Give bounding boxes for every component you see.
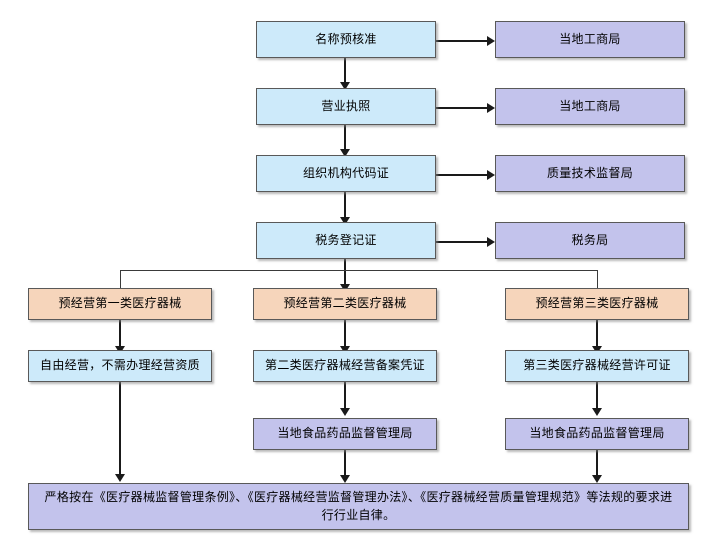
node-footer-note[interactable]: 严格按在《医疗器械监督管理条例》、《医疗器械经营监督管理办法》、《医疗器械经营质… <box>28 483 689 530</box>
node-name-preapproval[interactable]: 名称预核准 <box>256 21 436 58</box>
node-class3-authority[interactable]: 当地食品药品监督管理局 <box>505 418 689 450</box>
node-class3-plan[interactable]: 预经营第三类医疗器械 <box>505 288 689 320</box>
connector-tax-to-authority4 <box>435 241 490 243</box>
node-class1-plan-label: 预经营第一类医疗器械 <box>58 296 182 311</box>
connector-branch-right-drop <box>597 270 598 292</box>
node-authority-4[interactable]: 税务局 <box>495 222 685 259</box>
node-business-license[interactable]: 营业执照 <box>256 88 436 125</box>
node-org-code-cert[interactable]: 组织机构代码证 <box>256 155 436 192</box>
node-authority-1-label: 当地工商局 <box>559 31 621 46</box>
node-authority-3[interactable]: 质量技术监督局 <box>495 155 685 192</box>
node-name-preapproval-label: 名称预核准 <box>315 31 377 46</box>
node-class1-result[interactable]: 自由经营，不需办理经营资质 <box>28 350 212 382</box>
connector-class2-to-result <box>344 320 346 349</box>
node-class3-result[interactable]: 第三类医疗器械经营许可证 <box>505 350 689 382</box>
connector-class1-to-result <box>119 320 121 349</box>
arrowhead-class2-result-to-authority <box>340 408 350 416</box>
arrowhead-class1-result-to-footer <box>115 474 125 482</box>
node-class3-plan-label: 预经营第三类医疗器械 <box>535 296 659 311</box>
node-class3-authority-label: 当地食品药品监督管理局 <box>529 426 665 441</box>
connector-name-to-authority1 <box>435 40 490 42</box>
node-authority-3-label: 质量技术监督局 <box>546 165 634 180</box>
node-footer-note-label: 严格按在《医疗器械监督管理条例》、《医疗器械经营监督管理办法》、《医疗器械经营质… <box>44 490 673 522</box>
arrowhead-name-to-license <box>340 82 350 90</box>
arrowhead-class3-authority-to-footer <box>592 475 602 483</box>
connector-license-to-orgcode <box>344 124 346 152</box>
connector-branch-left-drop <box>120 270 121 292</box>
node-class2-result-label: 第二类医疗器械经营备案凭证 <box>265 358 425 373</box>
node-class2-plan-label: 预经营第二类医疗器械 <box>283 296 407 311</box>
connector-class3-authority-to-footer <box>596 450 598 478</box>
arrowhead-name-to-authority1 <box>487 36 495 46</box>
connector-class1-result-to-footer <box>119 382 121 477</box>
node-class2-result[interactable]: 第二类医疗器械经营备案凭证 <box>253 350 437 382</box>
node-class1-result-label: 自由经营，不需办理经营资质 <box>40 358 200 373</box>
arrowhead-license-to-authority2 <box>487 103 495 113</box>
arrowhead-class2-authority-to-footer <box>340 475 350 483</box>
arrowhead-orgcode-to-authority3 <box>487 170 495 180</box>
node-business-license-label: 营业执照 <box>321 98 371 113</box>
node-authority-2-label: 当地工商局 <box>559 98 621 113</box>
connector-branch-bus <box>120 270 598 271</box>
arrowhead-orgcode-to-tax <box>340 217 350 225</box>
node-authority-2[interactable]: 当地工商局 <box>495 88 685 125</box>
node-class1-plan[interactable]: 预经营第一类医疗器械 <box>28 288 212 320</box>
connector-tax-to-class2 <box>344 259 346 287</box>
connector-license-to-authority2 <box>435 107 490 109</box>
node-class3-result-label: 第三类医疗器械经营许可证 <box>523 358 671 373</box>
connector-orgcode-to-authority3 <box>435 174 490 176</box>
connector-class3-result-to-authority <box>596 382 598 411</box>
node-authority-1[interactable]: 当地工商局 <box>495 21 685 58</box>
node-tax-registration-label: 税务登记证 <box>315 232 377 247</box>
arrowhead-tax-to-authority4 <box>487 237 495 247</box>
node-tax-registration[interactable]: 税务登记证 <box>256 222 436 259</box>
connector-class2-authority-to-footer <box>344 450 346 478</box>
node-authority-4-label: 税务局 <box>571 232 609 247</box>
node-class2-plan[interactable]: 预经营第二类医疗器械 <box>253 288 437 320</box>
connector-name-to-license <box>344 57 346 85</box>
connector-class2-result-to-authority <box>344 382 346 411</box>
node-class2-authority[interactable]: 当地食品药品监督管理局 <box>253 418 437 450</box>
arrowhead-license-to-orgcode <box>340 149 350 157</box>
arrowhead-class3-result-to-authority <box>592 408 602 416</box>
connector-class3-to-result <box>596 320 598 349</box>
node-class2-authority-label: 当地食品药品监督管理局 <box>277 426 413 441</box>
connector-orgcode-to-tax <box>344 192 346 220</box>
node-org-code-cert-label: 组织机构代码证 <box>302 165 390 180</box>
